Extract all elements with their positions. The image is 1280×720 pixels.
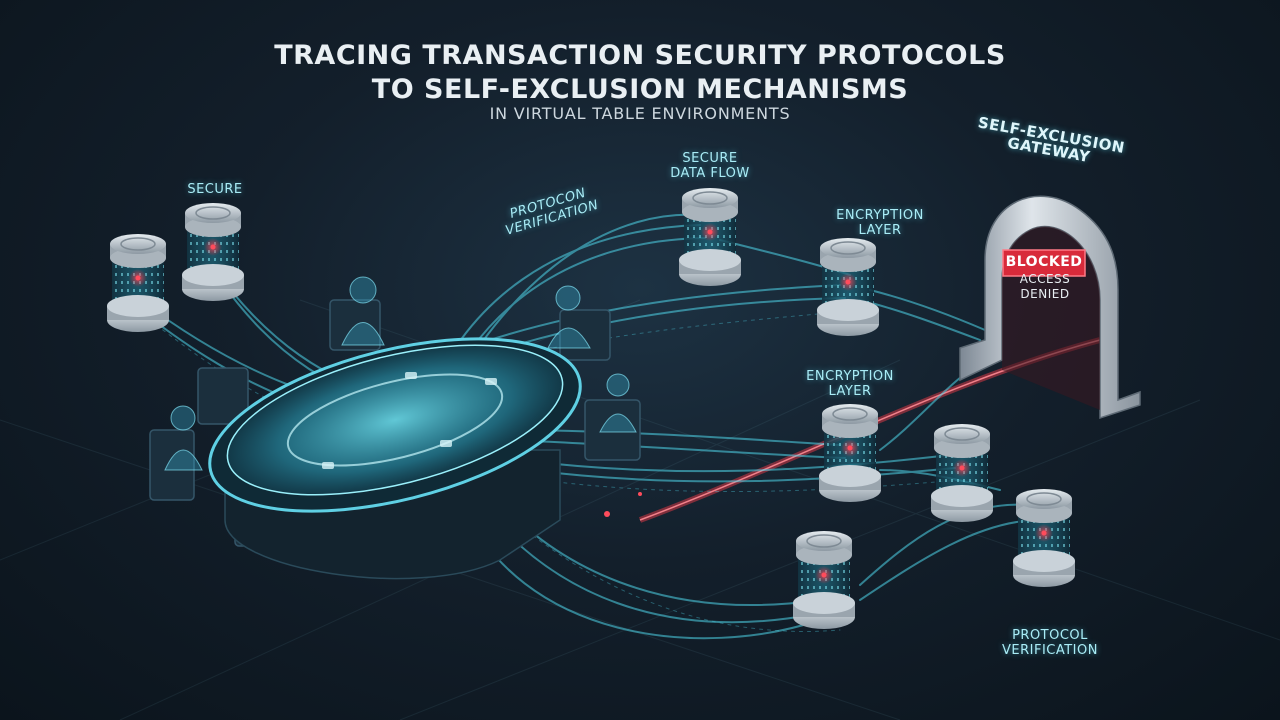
server-node-icon <box>678 187 742 287</box>
label-line: VERIFICATION <box>1002 643 1098 658</box>
server-node-icon <box>816 237 880 337</box>
server-node-icon <box>792 530 856 630</box>
page-title-line-2: TO SELF-EXCLUSION MECHANISMS <box>371 74 909 105</box>
gateway-status: BLOCKED <box>1005 254 1083 270</box>
page-subtitle: IN VIRTUAL TABLE ENVIRONMENTS <box>489 104 791 123</box>
label-line: DATA FLOW <box>670 166 750 181</box>
gateway-message: ACCESS DENIED <box>1005 272 1085 302</box>
server-node-icon <box>106 233 170 333</box>
gateway-message-line: ACCESS <box>1019 272 1071 286</box>
gateway-arch-icon <box>959 195 1141 420</box>
server-node-icon <box>930 423 994 523</box>
label-protocol-verification: PROTOCOL VERIFICATION <box>990 628 1110 658</box>
page-title: TRACING TRANSACTION SECURITY PROTOCOLS <box>274 40 1006 71</box>
label-line: SECURE <box>682 151 738 166</box>
gateway-message-line: DENIED <box>1020 287 1070 301</box>
server-node-icon <box>818 403 882 503</box>
label-line: ENCRYPTION <box>836 208 924 223</box>
label-secure: SECURE <box>187 182 243 197</box>
label-line: PROTOCOL <box>1012 628 1088 643</box>
label-encryption-layer-top: ENCRYPTION LAYER <box>820 208 940 238</box>
poker-table-icon <box>208 337 582 580</box>
blocked-badge <box>1002 249 1086 277</box>
alert-sparks <box>604 492 642 517</box>
label-line: LAYER <box>828 384 872 399</box>
label-secure-data-flow: SECURE DATA FLOW <box>655 151 765 181</box>
label-encryption-layer-mid: ENCRYPTION LAYER <box>790 369 910 399</box>
server-node-icon <box>181 202 245 302</box>
server-node-icon <box>1012 488 1076 588</box>
label-line: ENCRYPTION <box>806 369 894 384</box>
label-line: LAYER <box>858 223 902 238</box>
